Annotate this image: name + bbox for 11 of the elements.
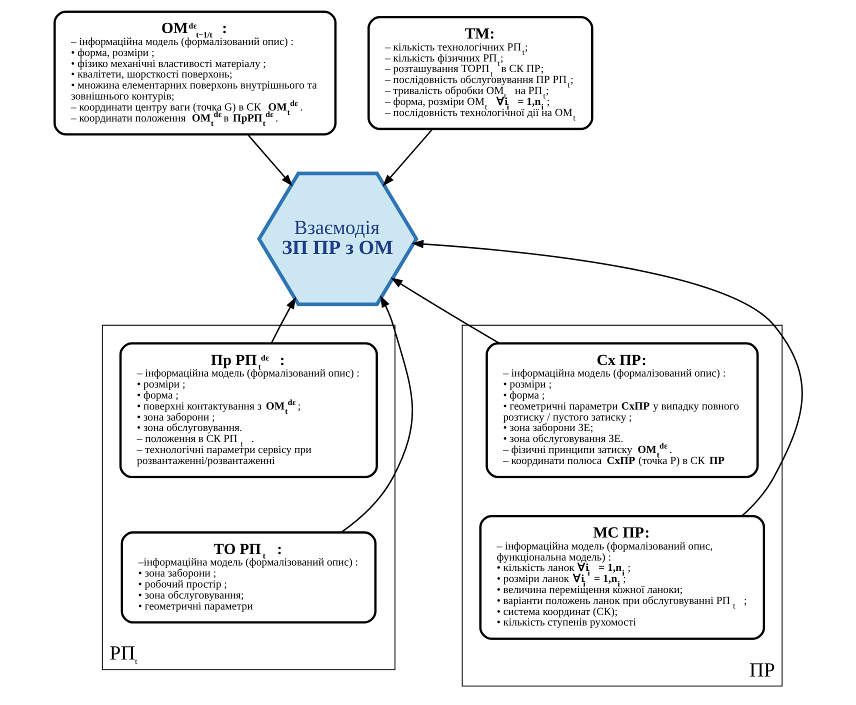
- node-box: ТО РП$_{t}$ : –інформаційна модель (формалізований опис) : • зона заборони ; • робочий простір ; • зона обслуговування; • геометричні параметри: [120, 531, 376, 624]
- node-box: МС ПР: – інформаційна модель (формалізований опис, функціональна модель) : • кількість ланок ∀i$_{i}$ = 1,n$_{i}$ ; • розміри ланок ∀i$_{i}$ = 1,n$_{i}$ ; • величина переміщення кожної ланоки; • варіанти положень ланок при обслуговуванні РП$_{t}$ ; • система координат (СК); • кількість ступенів рухомості: [478, 514, 765, 640]
- node-box: Пр РП$_{t}$$^{dε}$ : – інформаційна модель (формалізований опис) : • розміри ; • форма ; • поверхні контактування з ОМ$_{t}$$^{dε}$ ; • зона заборони ; • зона обслуговування. – положення в СК РП$_{t}$ . – технологічні параметри сервісу при розвантаженні/розвантаженні: [118, 342, 378, 478]
- arrow: [410, 240, 802, 517]
- node-box: ОМ$^{dε}$$_{t−1/t}$ : – інформаційна модель (формалізований опис) : • форма, розміри ; • фізико механічні властивості матеріалу ; • квалітети, шорсткості поверхонь; • множина елементарних поверхонь внутрішнього та зовнішнього контурів; – координати центру ваги (точка G) в СК ОМ$_{t}$$^{dε}$ . – координати положення ОМ$_{t}$$^{dε}$ в ПрРП$_{t}$$^{dε}$ .: [53, 10, 336, 136]
- node-box: Сх ПР: – інформаційна модель (формалізований опис) : • розміри ; • форма ; • геометричні параметри СхПР у випадку повного розтиску / пустого затиску ; • зона заборони ЗЕ; • зона обслуговування ЗЕ. – фізичні принципи затиску ОМ$_{t}$$^{dε}$ . – координати полюса СхПР (точка Р) в СК ПР: [485, 342, 758, 478]
- arrow: [246, 134, 292, 186]
- arrow: [390, 278, 500, 344]
- arrow: [382, 128, 433, 186]
- arrow: [270, 296, 296, 344]
- arrow: [340, 295, 413, 533]
